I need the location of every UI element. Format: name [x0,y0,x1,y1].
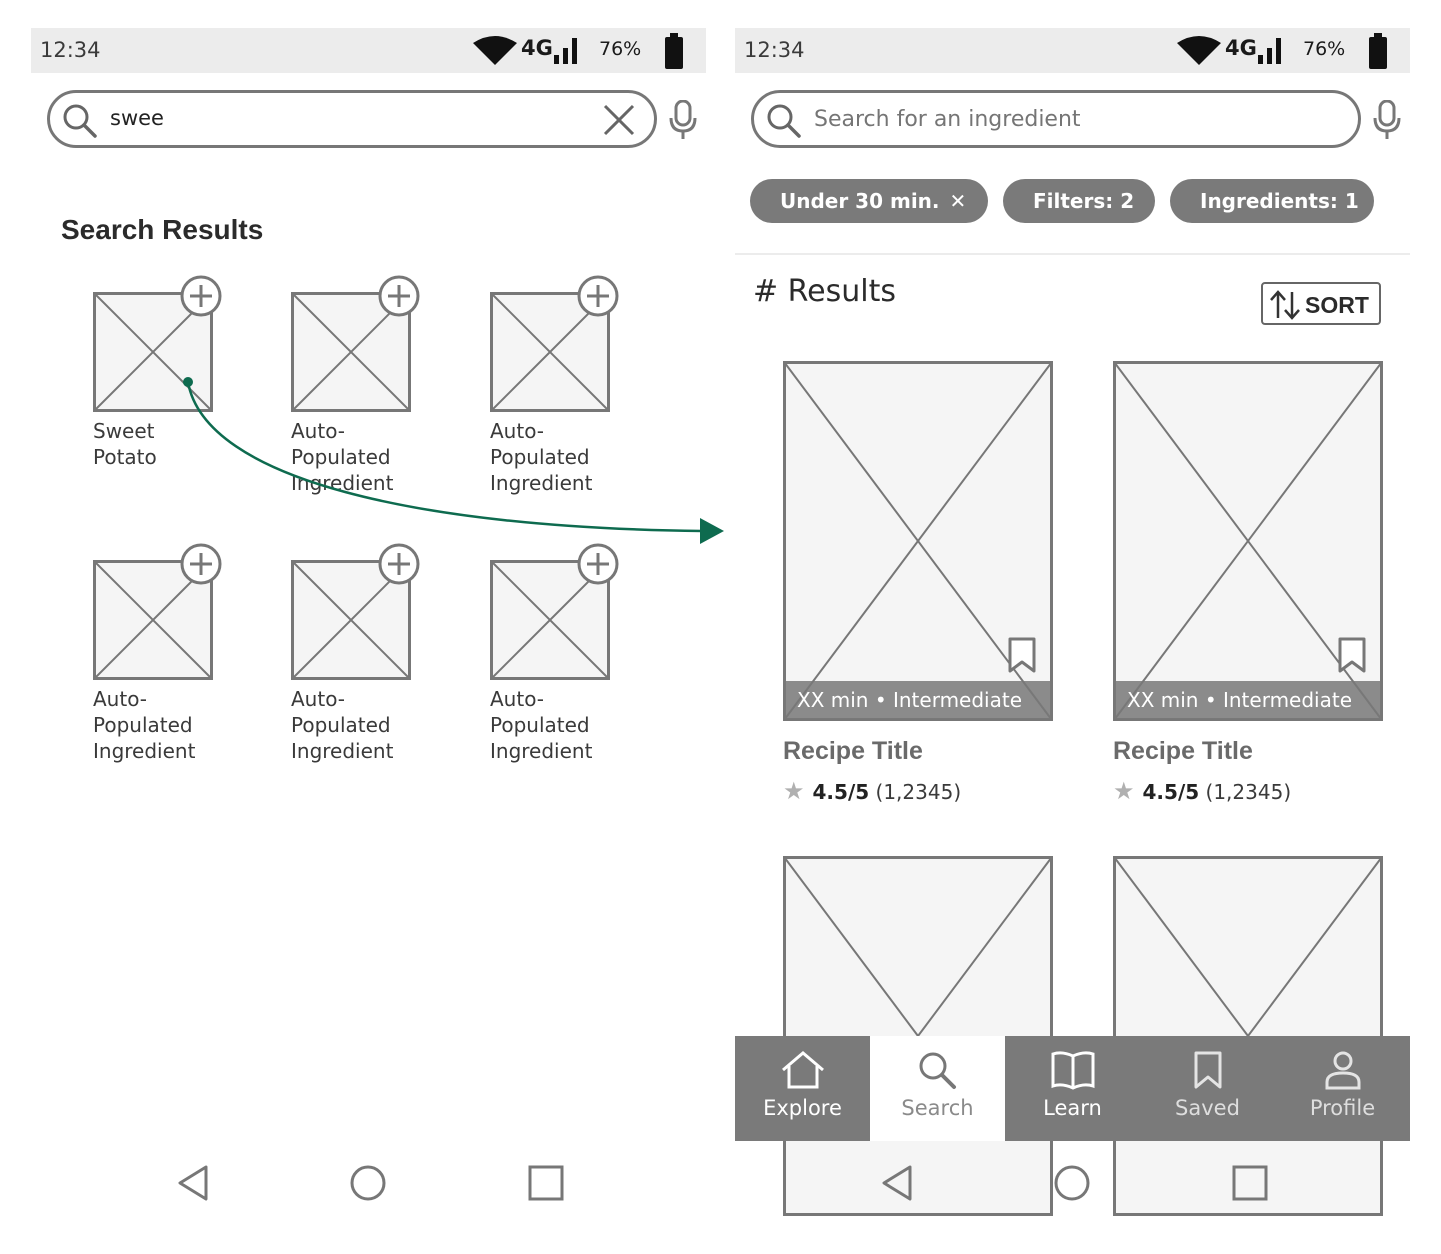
recipe-title: Recipe Title [1113,737,1253,765]
signal-icon [554,38,577,64]
nav-search[interactable]: Search [870,1036,1005,1141]
chip-filters[interactable]: Filters: 2 [1003,179,1155,223]
back-icon[interactable] [176,1164,210,1202]
ingredient-tile[interactable]: Auto- Populated Ingredient [291,275,441,512]
book-icon [1051,1051,1095,1090]
mic-icon[interactable] [1372,100,1402,140]
chip-label: Ingredients: 1 [1200,189,1359,213]
network-type: 4G [521,36,553,60]
back-icon[interactable] [880,1164,914,1202]
chip-label: Filters: 2 [1033,189,1135,213]
ingredient-tile[interactable]: Auto- Populated Ingredient [490,543,640,780]
bottom-nav: Explore Search Learn Saved Profile [735,1036,1410,1141]
battery-percent: 76% [599,38,642,60]
add-ingredient-icon[interactable] [179,542,223,586]
bookmark-icon [1194,1051,1222,1089]
add-ingredient-icon[interactable] [179,274,223,318]
ingredient-tile[interactable]: Sweet Potato [93,275,243,512]
person-icon [1325,1051,1361,1090]
ingredient-search-input[interactable] [814,107,1314,132]
nav-learn[interactable]: Learn [1005,1036,1140,1141]
nav-saved[interactable]: Saved [1140,1036,1275,1141]
search-results-title: Search Results [61,214,264,245]
recipe-title: Recipe Title [783,737,923,765]
ingredient-tile[interactable]: Auto- Populated Ingredient [291,543,441,780]
add-ingredient-icon[interactable] [576,542,620,586]
divider [735,253,1410,255]
recipe-image-placeholder [1113,361,1383,721]
nav-label: Learn [1043,1096,1102,1120]
rating-count: (1,2345) [1205,780,1292,804]
add-ingredient-icon[interactable] [377,274,421,318]
rating-value: 4.5/5 [1142,780,1200,804]
recipe-rating: ★ 4.5/5 (1,2345) [783,777,961,805]
star-icon: ★ [783,777,805,805]
recipe-results-screen: 12:34 4G 76% Under 30 min. ✕ Filters: 2 I… [735,28,1410,1228]
results-count: # Results [753,274,896,309]
ingredient-search-input[interactable]: swee [47,90,657,148]
recipe-image-placeholder [783,361,1053,721]
add-ingredient-icon[interactable] [377,542,421,586]
nav-explore[interactable]: Explore [735,1036,870,1141]
bookmark-icon[interactable] [1007,637,1037,673]
ingredient-label: Auto- Populated Ingredient [291,687,394,763]
search-icon [919,1052,956,1089]
star-icon: ★ [1113,777,1135,805]
search-icon [63,104,97,138]
rating-value: 4.5/5 [812,780,870,804]
ingredient-label: Auto- Populated Ingredient [490,419,593,495]
recents-icon[interactable] [1232,1165,1268,1201]
ingredient-label: Auto- Populated Ingredient [490,687,593,763]
chip-close-icon[interactable]: ✕ [949,189,967,213]
mic-icon[interactable] [668,100,698,140]
nav-label: Saved [1175,1096,1240,1120]
ingredient-search-screen: 12:34 4G 76% swee Search Results Sweet P… [31,28,706,1228]
status-time: 12:34 [744,38,805,62]
chip-label: Under 30 min. [780,189,940,213]
clear-search-icon[interactable] [602,103,636,137]
sort-button[interactable]: SORT [1261,282,1381,325]
nav-label: Explore [763,1096,842,1120]
status-bar: 12:34 4G 76% [31,28,706,73]
recents-icon[interactable] [528,1165,564,1201]
battery-percent: 76% [1303,38,1346,60]
wifi-icon [1177,36,1221,65]
nav-profile[interactable]: Profile [1275,1036,1410,1141]
system-nav-bar [31,1158,706,1208]
ingredient-tile[interactable]: Auto- Populated Ingredient [490,275,640,512]
signal-icon [1258,38,1281,64]
recipe-rating: ★ 4.5/5 (1,2345) [1113,777,1291,805]
recipe-meta: XX min • Intermediate [1115,681,1381,719]
ingredient-label: Sweet Potato [93,419,157,469]
chip-ingredients[interactable]: Ingredients: 1 [1170,179,1374,223]
battery-icon [665,33,683,69]
battery-icon [1369,33,1387,69]
chip-under-30-min[interactable]: Under 30 min. ✕ [750,179,988,223]
search-query: swee [110,106,164,130]
add-ingredient-icon[interactable] [576,274,620,318]
home-icon [782,1051,824,1089]
system-nav-bar [735,1158,1410,1208]
status-bar: 12:34 4G 76% [735,28,1410,73]
nav-label: Profile [1309,1096,1376,1120]
sort-label: SORT [1305,292,1369,318]
recipe-meta: XX min • Intermediate [785,681,1051,719]
rating-count: (1,2345) [875,780,962,804]
search-icon [767,104,801,138]
ingredient-label: Auto- Populated Ingredient [93,687,196,763]
home-icon[interactable] [1053,1164,1091,1202]
nav-label: Search [901,1096,974,1120]
status-time: 12:34 [40,38,101,62]
ingredient-label: Auto- Populated Ingredient [291,419,394,495]
home-icon[interactable] [349,1164,387,1202]
sort-icon [1270,290,1300,320]
ingredient-tile[interactable]: Auto- Populated Ingredient [93,543,243,780]
bookmark-icon[interactable] [1337,637,1367,673]
network-type: 4G [1225,36,1257,60]
wifi-icon [473,36,517,65]
recipe-search-bar[interactable] [751,90,1361,148]
